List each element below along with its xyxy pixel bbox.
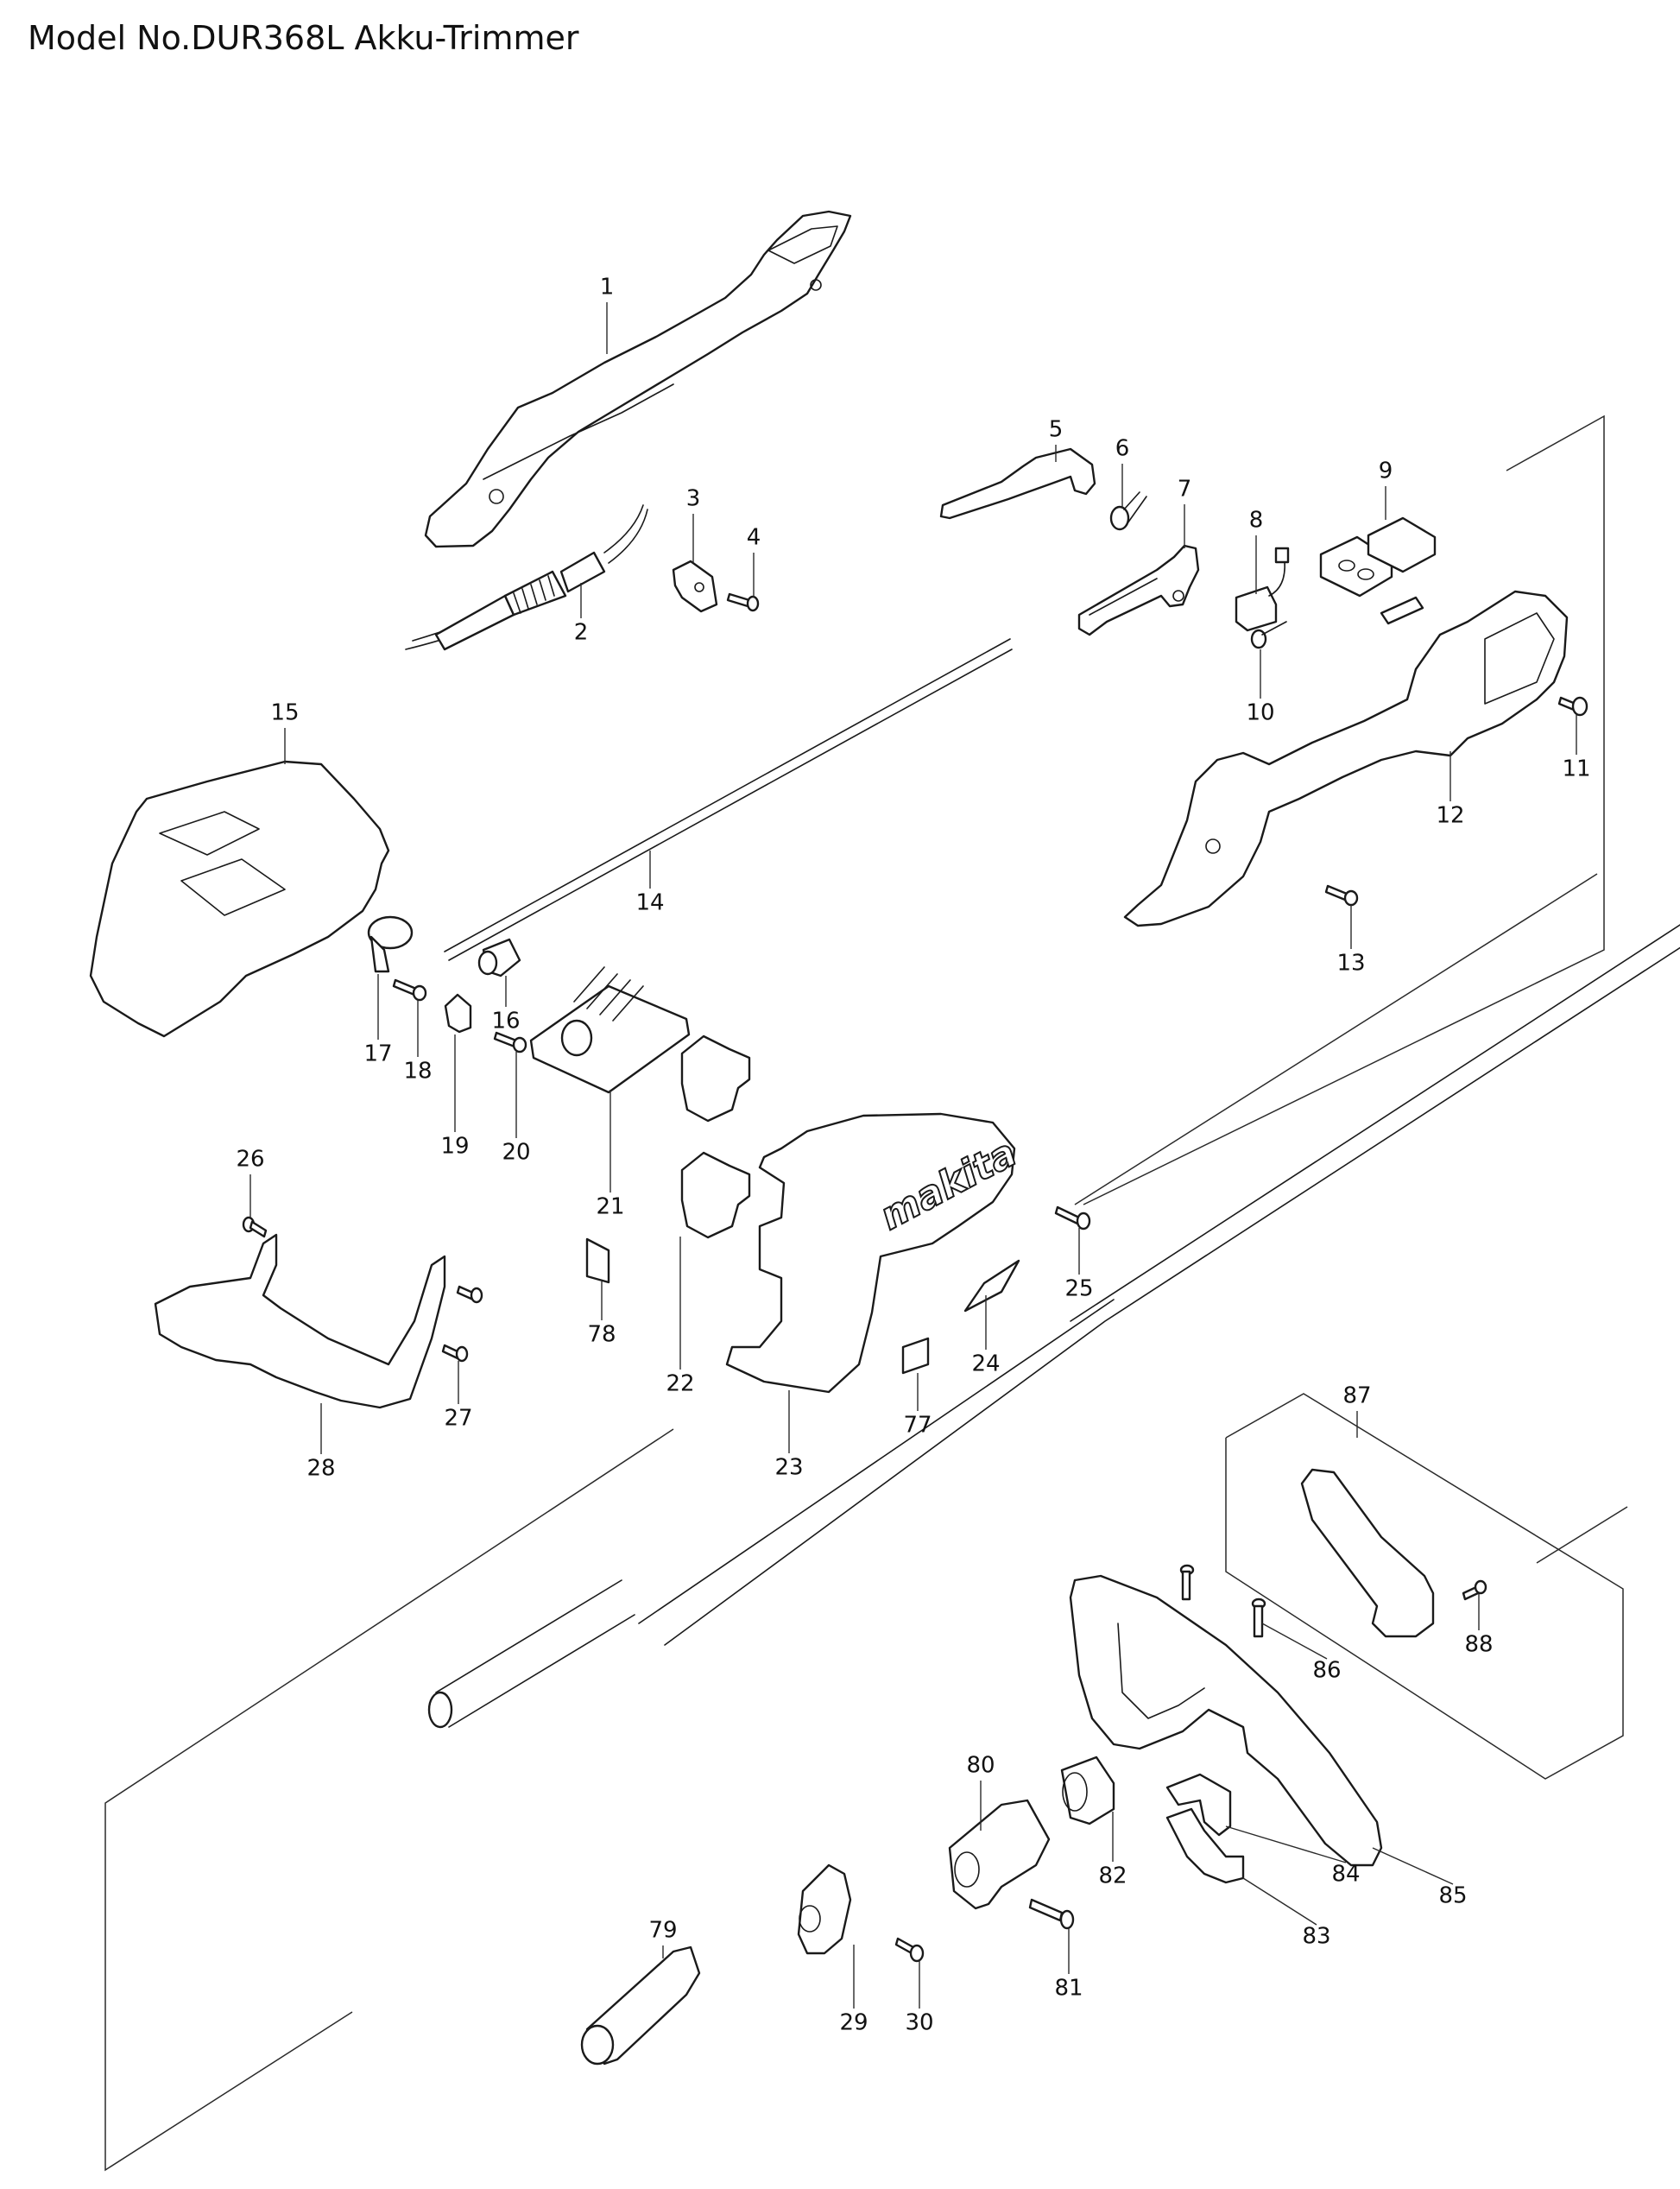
- frame-left: [104, 1428, 674, 2172]
- part-25-screw[interactable]: [1054, 1205, 1091, 1231]
- shaft-pipe-lower[interactable]: [427, 1579, 635, 1729]
- callout-7: 7: [1178, 477, 1192, 503]
- leader-lines: [249, 302, 1577, 2009]
- callout-5: 5: [1049, 417, 1064, 443]
- part-4-screw[interactable]: [726, 592, 760, 612]
- part-79-grip[interactable]: [580, 1945, 701, 2066]
- part-24-label[interactable]: [963, 1259, 1020, 1313]
- callout-19: 19: [440, 1134, 469, 1160]
- callout-28: 28: [306, 1456, 335, 1482]
- part-12-handle-housing[interactable]: [1123, 590, 1569, 927]
- frame-right: [1083, 414, 1605, 1205]
- part-9-switch-panel[interactable]: [1319, 516, 1437, 625]
- frame-kit-87-link: [1536, 1506, 1628, 1564]
- part-21-controller[interactable]: [529, 966, 691, 1094]
- part-1-housing-upper[interactable]: [424, 210, 852, 548]
- callout-30: 30: [905, 2010, 933, 2036]
- callout-20: 20: [502, 1140, 530, 1166]
- frame-shaft-top: [1074, 873, 1598, 1205]
- callout-11: 11: [1562, 756, 1590, 782]
- callout-4: 4: [747, 525, 761, 551]
- callout-15: 15: [270, 700, 299, 726]
- callout-13: 13: [1336, 951, 1365, 977]
- callout-86: 86: [1312, 1658, 1341, 1684]
- part-77-label[interactable]: [901, 1337, 930, 1375]
- part-87-grip-kit[interactable]: [1300, 1468, 1435, 1638]
- callout-3: 3: [686, 486, 701, 512]
- leader-84: [1225, 1825, 1347, 1863]
- part-20-screw[interactable]: [493, 1031, 527, 1053]
- part-6-spring[interactable]: [1109, 491, 1147, 531]
- part-26-screw[interactable]: [242, 1216, 268, 1238]
- callout-77: 77: [903, 1413, 932, 1439]
- callout-81: 81: [1054, 1976, 1083, 2002]
- diagram-title: Model No.DUR368L Akku-Trimmer: [28, 19, 579, 57]
- part-29-clamp[interactable]: [797, 1863, 852, 1955]
- callout-10: 10: [1246, 700, 1274, 726]
- part-23-motor-housing[interactable]: makita: [725, 1112, 1025, 1394]
- leader-83: [1242, 1877, 1317, 1926]
- callout-14: 14: [635, 890, 664, 916]
- callout-6: 6: [1115, 436, 1130, 462]
- callout-85: 85: [1438, 1883, 1467, 1909]
- shaft-pipe-upper[interactable]: [638, 872, 1680, 1646]
- callout-21: 21: [596, 1194, 624, 1220]
- callout-26: 26: [236, 1147, 264, 1173]
- part-5-lever[interactable]: [939, 447, 1096, 520]
- callout-8: 8: [1249, 508, 1264, 534]
- part-11-screw[interactable]: [1557, 696, 1588, 717]
- callout-84: 84: [1331, 1862, 1360, 1888]
- callout-82: 82: [1098, 1863, 1127, 1889]
- part-3-clip[interactable]: [672, 560, 718, 613]
- callout-23: 23: [774, 1455, 803, 1481]
- part-17-clamp[interactable]: [367, 915, 414, 973]
- part-7-trigger[interactable]: [1077, 544, 1200, 636]
- callout-22: 22: [666, 1371, 694, 1397]
- part-22-terminal[interactable]: [680, 1034, 751, 1239]
- part-30-screw[interactable]: [894, 1937, 925, 1963]
- part-81-bolt[interactable]: [1028, 1898, 1075, 1930]
- leader-86: [1261, 1623, 1328, 1660]
- callout-12: 12: [1436, 803, 1464, 829]
- part-2-cable[interactable]: [405, 504, 648, 651]
- part-8-switch[interactable]: [1235, 547, 1290, 632]
- part-85-loop-handle[interactable]: [1069, 1574, 1383, 1867]
- part-88-screw[interactable]: [1462, 1579, 1487, 1601]
- part-84-clamp-upper[interactable]: [1165, 1773, 1232, 1837]
- part-27-screws[interactable]: [441, 1285, 483, 1363]
- callout-27: 27: [444, 1406, 472, 1432]
- part-19-holder[interactable]: [444, 993, 472, 1034]
- part-15-housing-left[interactable]: [89, 760, 390, 1038]
- part-86-bolts[interactable]: [1179, 1564, 1266, 1638]
- callout-1: 1: [600, 275, 615, 301]
- part-82-sleeve[interactable]: [1060, 1756, 1115, 1825]
- callout-80: 80: [966, 1753, 995, 1779]
- callout-16: 16: [491, 1009, 520, 1034]
- callout-88: 88: [1464, 1632, 1493, 1658]
- callout-79: 79: [648, 1918, 677, 1944]
- callout-24: 24: [971, 1351, 1000, 1377]
- callout-9: 9: [1379, 459, 1393, 484]
- part-13-screw[interactable]: [1324, 884, 1359, 907]
- callout-18: 18: [403, 1059, 432, 1085]
- leader-85: [1372, 1847, 1454, 1885]
- part-83-clamp-lower[interactable]: [1165, 1807, 1245, 1884]
- part-28-hanger[interactable]: [154, 1233, 446, 1409]
- callout-83: 83: [1302, 1924, 1330, 1950]
- callout-25: 25: [1064, 1276, 1093, 1302]
- assembly-frame-lines: [104, 414, 1628, 2172]
- part-10-spring[interactable]: [1250, 621, 1287, 649]
- part-80-joint[interactable]: [948, 1799, 1051, 1910]
- callout-78: 78: [587, 1322, 616, 1348]
- part-14-lead-wire[interactable]: [444, 638, 1013, 961]
- callout-17: 17: [363, 1041, 392, 1067]
- callout-2: 2: [574, 620, 589, 646]
- part-18-screw[interactable]: [392, 978, 427, 1002]
- callout-87: 87: [1342, 1383, 1371, 1409]
- frame-kit-87: [1225, 1393, 1624, 1780]
- part-16-sleeve[interactable]: [477, 938, 521, 977]
- callout-29: 29: [839, 2010, 868, 2036]
- part-78-label[interactable]: [585, 1237, 610, 1284]
